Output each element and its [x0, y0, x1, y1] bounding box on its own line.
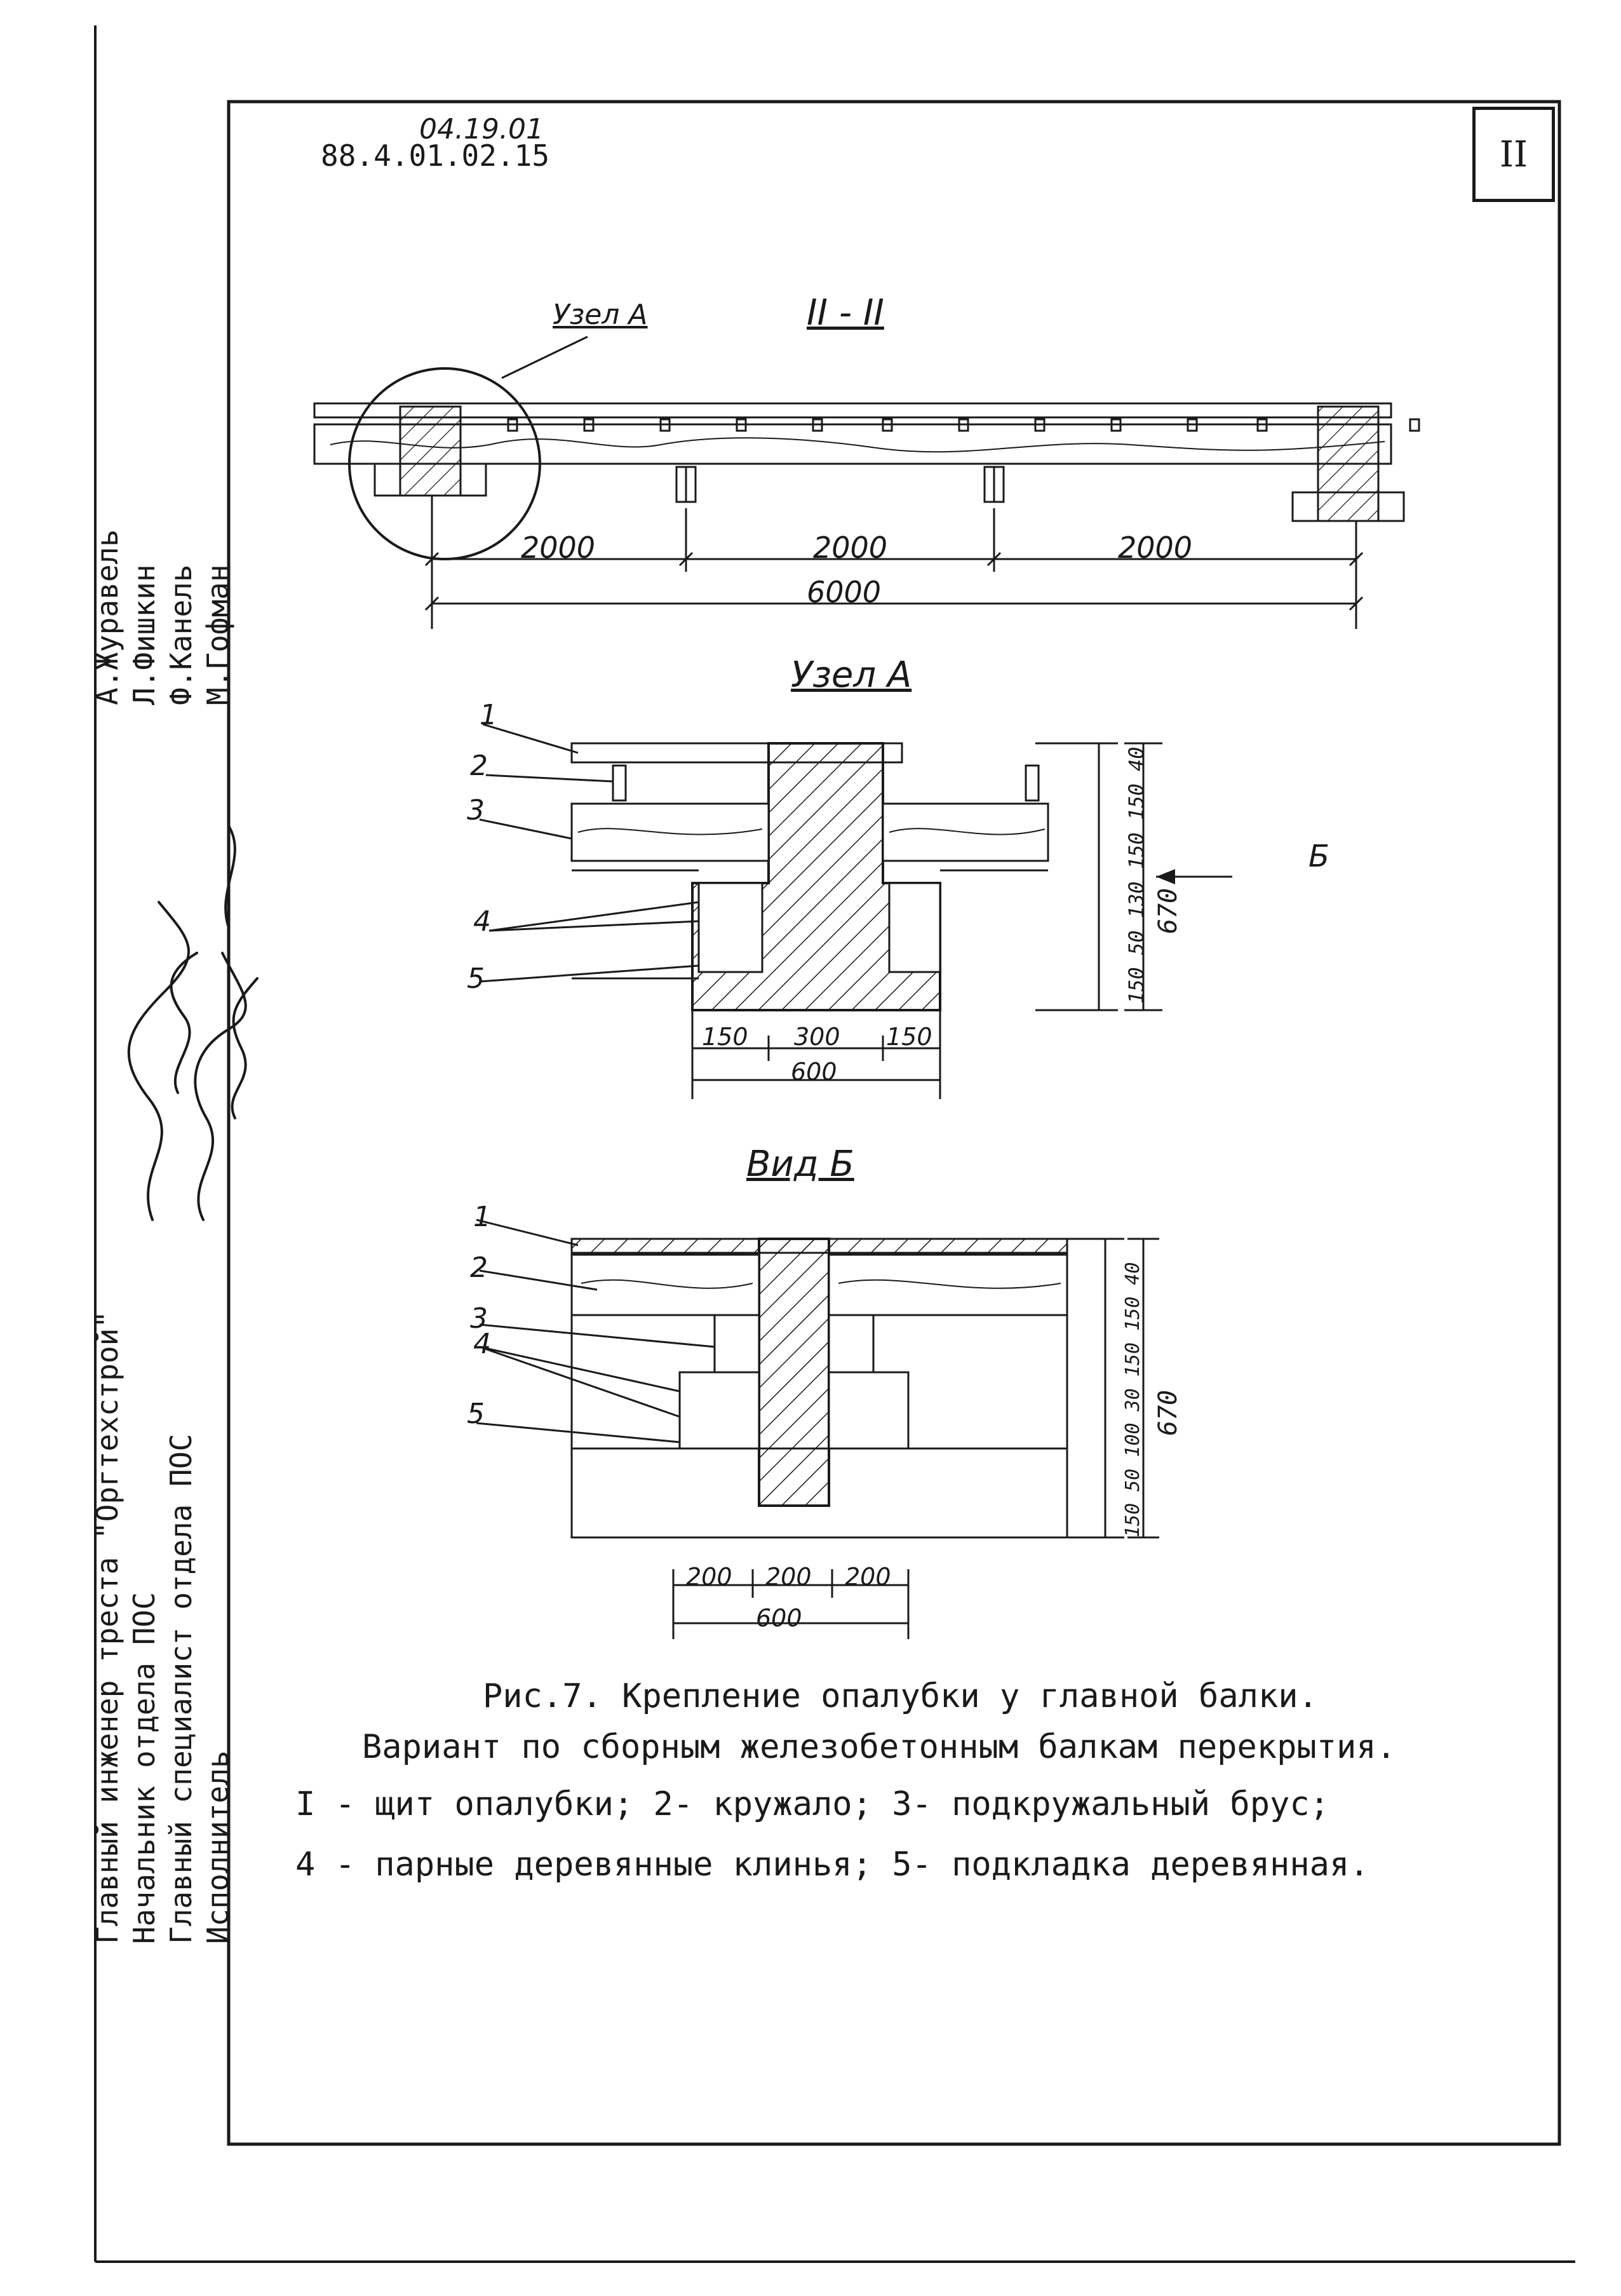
figure-subtitle: Вариант по сборным железобетонным балкам…: [362, 1728, 1396, 1766]
view-arrow-label: Б: [1308, 839, 1329, 874]
legend-line-2: 4 - парные деревянные клинья; 5- подклад…: [295, 1846, 1369, 1884]
view-b-callout-4: 4: [473, 1328, 491, 1360]
node-a-right-dims: 150 50 130 150 150 40: [1124, 746, 1148, 1004]
view-b-callout-1: 1: [473, 1201, 491, 1233]
node-a-bottom-dim-3: 150: [886, 1023, 932, 1051]
node-a-title: Узел А: [791, 654, 912, 696]
view-b-bottom-dim-2: 200: [765, 1563, 812, 1591]
node-a-bottom-total: 600: [791, 1058, 837, 1086]
view-b-drawing: [476, 1219, 1159, 1639]
node-a-callout-1: 1: [480, 699, 497, 731]
node-a-callout-4: 4: [473, 905, 491, 938]
view-b-callout-2: 2: [470, 1252, 488, 1284]
legend-line-1: I - щит опалубки; 2- кружало; 3- подкруж…: [295, 1785, 1329, 1823]
sheet-number-text: II: [1499, 133, 1528, 175]
view-b-title: Вид Б: [746, 1144, 854, 1185]
document-code: 88.4.01.02.15: [321, 138, 550, 173]
view-b-bottom-dim-3: 200: [845, 1563, 891, 1591]
name-kanel: Ф.Канель: [164, 564, 198, 705]
view-b-callout-3: 3: [470, 1302, 488, 1335]
node-a-callout-2: 2: [470, 750, 488, 782]
view-b-total-height: 670: [1154, 1389, 1183, 1436]
node-a-pointer-label: Узел А: [553, 299, 648, 331]
view-b-callout-5: 5: [467, 1398, 485, 1430]
view-b-right-dims: 150 50 100 30 150 150 40: [1122, 1262, 1144, 1537]
name-zhuravel: А.Журавель: [90, 529, 124, 705]
name-gofman: М.Гофман: [201, 564, 235, 705]
document-code-handwritten: 04.19.01: [419, 113, 544, 145]
dim-span-1: 2000: [521, 530, 596, 565]
view-b-bottom-dim-1: 200: [686, 1563, 732, 1591]
node-a-drawing: [479, 723, 1232, 1099]
dim-span-2: 2000: [813, 530, 888, 565]
node-a-bottom-dim-2: 300: [794, 1023, 840, 1051]
name-fishkin: Л.Фишкин: [127, 564, 161, 705]
handwritten-signatures: [127, 825, 259, 1221]
section-drawing: [313, 335, 1420, 629]
dim-total: 6000: [807, 575, 882, 609]
section-title: II - II: [807, 292, 884, 334]
sheet-number: II: [1472, 107, 1555, 202]
view-b-bottom-total: 600: [756, 1604, 802, 1632]
figure-caption: Рис.7. Крепление опалубки у главной балк…: [483, 1677, 1318, 1715]
node-a-bottom-dim-1: 150: [702, 1023, 748, 1051]
node-a-callout-5: 5: [467, 962, 485, 995]
node-a-total-height: 670: [1154, 888, 1183, 934]
node-a-callout-3: 3: [467, 794, 485, 827]
signature-names: А.Журавель Л.Фишкин Ф.Канель М.Гофман: [89, 451, 236, 705]
dim-span-3: 2000: [1118, 530, 1193, 565]
